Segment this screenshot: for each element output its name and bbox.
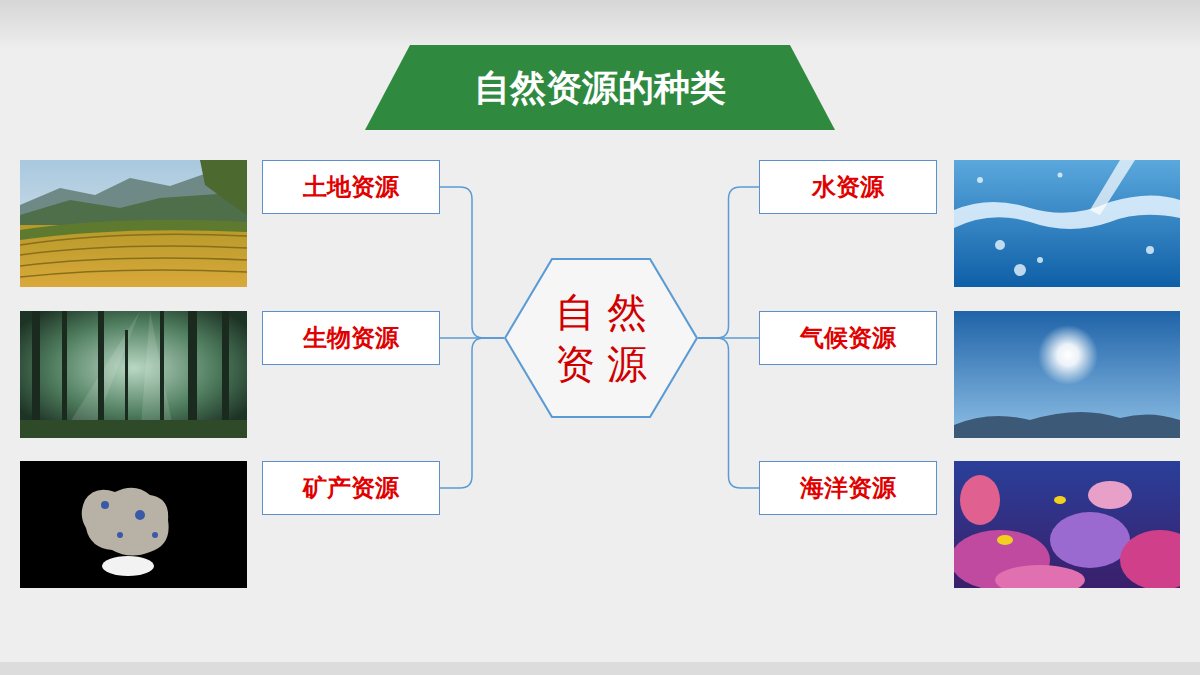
category-label: 生物资源: [303, 322, 399, 354]
hub-hexagon: 自然资源: [504, 258, 698, 418]
hub-label: 自然资源: [539, 286, 663, 390]
category-box: 土地资源: [262, 160, 440, 214]
title-banner: 自然资源的种类: [365, 45, 835, 130]
category-label: 矿产资源: [303, 472, 399, 504]
category-box: 海洋资源: [759, 461, 937, 515]
category-box: 生物资源: [262, 311, 440, 365]
connector-line: [698, 338, 759, 488]
category-box: 气候资源: [759, 311, 937, 365]
hexagon-outline: [504, 258, 698, 418]
category-label: 气候资源: [800, 322, 896, 354]
category-box: 水资源: [759, 160, 937, 214]
connector-line: [440, 338, 504, 488]
connector-line: [440, 187, 504, 338]
category-label: 水资源: [812, 171, 884, 203]
connector-line: [698, 187, 759, 338]
category-box: 矿产资源: [262, 461, 440, 515]
title-text: 自然资源的种类: [365, 45, 835, 130]
category-label: 海洋资源: [800, 472, 896, 504]
category-label: 土地资源: [303, 171, 399, 203]
